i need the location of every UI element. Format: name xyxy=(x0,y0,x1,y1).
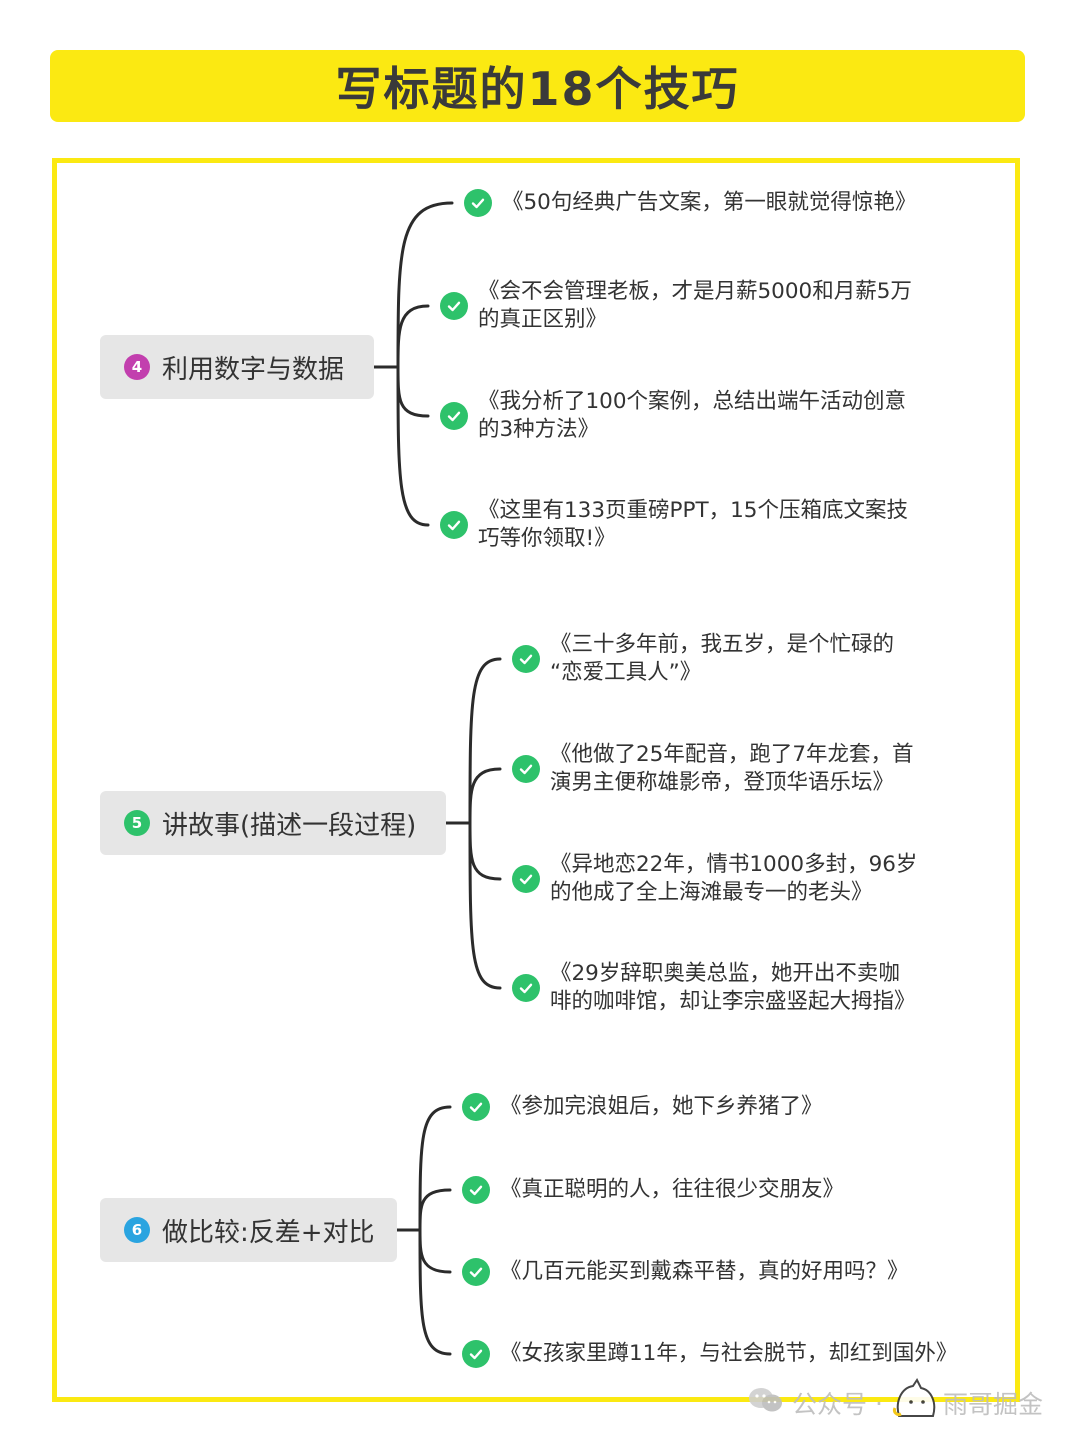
check-icon xyxy=(440,292,468,320)
watermark: 公众号 · 雨哥掘金 xyxy=(748,1378,1043,1428)
content-frame xyxy=(52,158,1020,1402)
connector-4-4 xyxy=(396,365,430,527)
check-icon xyxy=(462,1176,490,1204)
check-icon xyxy=(512,645,540,673)
item-text: 《女孩家里蹲11年，与社会脱节，却红到国外》 xyxy=(500,1341,958,1366)
topic-number-badge: 6 xyxy=(124,1217,150,1243)
wechat-icon xyxy=(748,1386,784,1420)
topic-label: 讲故事(描述一段过程) xyxy=(162,810,417,841)
topic-label: 做比较:反差+对比 xyxy=(162,1217,375,1248)
check-icon xyxy=(440,511,468,539)
list-item: 《我分析了100个案例，总结出端午活动创意 的3种方法》 xyxy=(440,388,906,444)
list-item: 《几百元能买到戴森平替，真的好用吗？》 xyxy=(462,1258,909,1286)
connector-4-2 xyxy=(396,304,430,369)
check-icon xyxy=(512,865,540,893)
watermark-name: 雨哥掘金 xyxy=(942,1390,1043,1419)
list-item: 《异地恋22年，情书1000多封，96岁 的他成了全上海滩最专一的老头》 xyxy=(512,851,917,907)
watermark-prefix: 公众号 xyxy=(792,1390,868,1419)
item-text: 《会不会管理老板，才是月薪5000和月薪5万 的真正区别》 xyxy=(478,279,912,332)
list-item: 《29岁辞职奥美总监，她开出不卖咖 啡的咖啡馆，却让李宗盛竖起大拇指》 xyxy=(512,960,916,1016)
separator-dot: · xyxy=(875,1388,883,1418)
item-text: 《真正聪明的人，往往很少交朋友》 xyxy=(500,1177,845,1202)
topic-label: 利用数字与数据 xyxy=(162,354,345,385)
check-icon xyxy=(462,1258,490,1286)
connector-4-3 xyxy=(396,365,430,418)
topic-number-badge: 4 xyxy=(124,354,150,380)
connector-6-3 xyxy=(418,1228,452,1274)
connector-6-1 xyxy=(418,1105,452,1232)
check-icon xyxy=(462,1093,490,1121)
list-item: 《会不会管理老板，才是月薪5000和月薪5万 的真正区别》 xyxy=(440,278,912,334)
list-item: 《真正聪明的人，往往很少交朋友》 xyxy=(462,1176,844,1204)
item-text: 《他做了25年配音，跑了7年龙套，首 演男主便称雄影帝，登顶华语乐坛》 xyxy=(550,742,914,795)
item-text: 《50句经典广告文案，第一眼就觉得惊艳》 xyxy=(502,190,917,215)
mascot-icon xyxy=(891,1378,941,1428)
list-item: 《50句经典广告文案，第一眼就觉得惊艳》 xyxy=(464,189,916,217)
topic-4: 4 利用数字与数据 xyxy=(100,335,374,399)
connector-5-3 xyxy=(468,821,502,881)
list-item: 《他做了25年配音，跑了7年龙套，首 演男主便称雄影帝，登顶华语乐坛》 xyxy=(512,741,914,797)
connector-5-4 xyxy=(468,821,502,990)
list-item: 《女孩家里蹲11年，与社会脱节，却红到国外》 xyxy=(462,1340,957,1368)
item-text: 《我分析了100个案例，总结出端午活动创意 的3种方法》 xyxy=(478,389,907,442)
item-text: 《异地恋22年，情书1000多封，96岁 的他成了全上海滩最专一的老头》 xyxy=(550,852,918,905)
check-icon xyxy=(512,974,540,1002)
topic-6: 6 做比较:反差+对比 xyxy=(100,1198,397,1262)
connector-5-2 xyxy=(468,767,502,825)
item-text: 《几百元能买到戴森平替，真的好用吗？》 xyxy=(500,1259,909,1284)
connector-5-1 xyxy=(468,657,502,825)
connector-6-2 xyxy=(418,1188,452,1232)
check-icon xyxy=(512,755,540,783)
check-icon xyxy=(462,1340,490,1368)
title-banner: 写标题的18个技巧 xyxy=(50,50,1025,122)
connector-6-4 xyxy=(418,1228,452,1356)
check-icon xyxy=(464,189,492,217)
item-text: 《三十多年前，我五岁，是个忙碌的 “恋爱工具人”》 xyxy=(550,632,895,685)
list-item: 《参加完浪姐后，她下乡养猪了》 xyxy=(462,1093,823,1121)
check-icon xyxy=(440,402,468,430)
topic-5: 5 讲故事(描述一段过程) xyxy=(100,791,446,855)
page-title: 写标题的18个技巧 xyxy=(335,62,740,116)
topic-number-badge: 5 xyxy=(124,810,150,836)
item-text: 《参加完浪姐后，她下乡养猪了》 xyxy=(500,1094,823,1119)
item-text: 《这里有133页重磅PPT，15个压箱底文案技 巧等你领取!》 xyxy=(478,498,908,551)
item-text: 《29岁辞职奥美总监，她开出不卖咖 啡的咖啡馆，却让李宗盛竖起大拇指》 xyxy=(550,961,916,1014)
connector-4-1 xyxy=(396,201,454,369)
list-item: 《三十多年前，我五岁，是个忙碌的 “恋爱工具人”》 xyxy=(512,631,894,687)
list-item: 《这里有133页重磅PPT，15个压箱底文案技 巧等你领取!》 xyxy=(440,497,908,553)
